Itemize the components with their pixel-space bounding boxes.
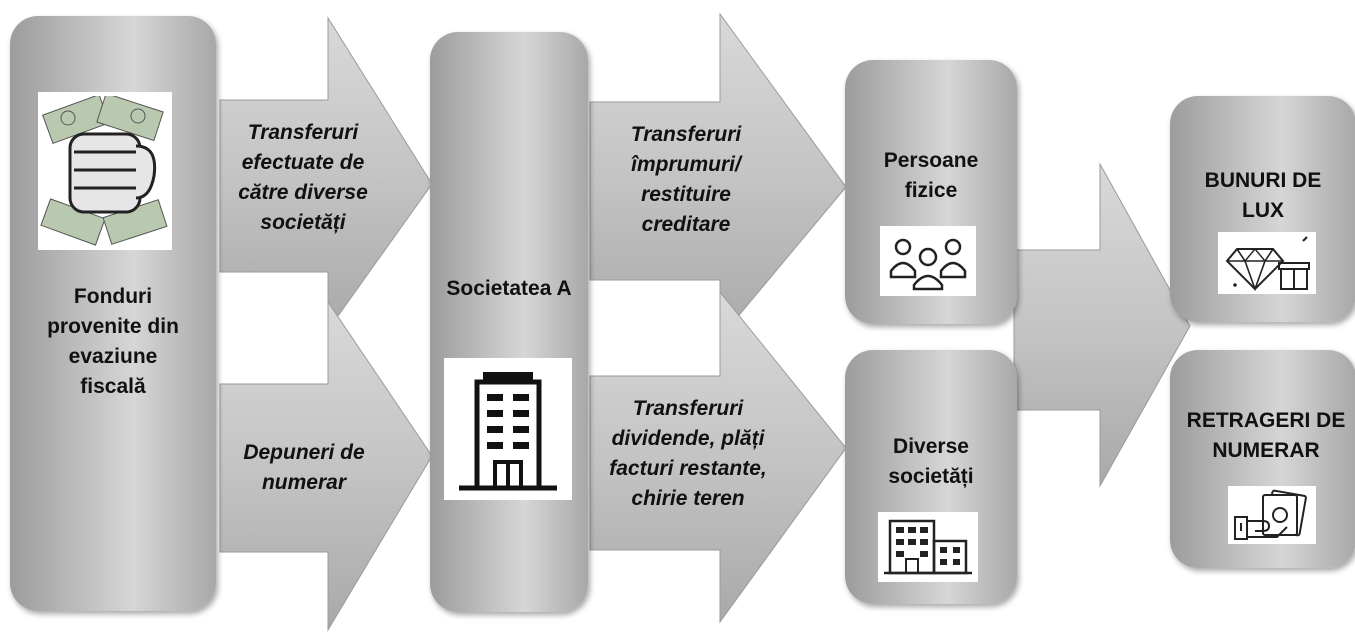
cash-icon-panel: [1228, 486, 1316, 544]
buildings-icon: [884, 519, 972, 575]
individuals-icon-panel: [880, 226, 976, 296]
arrow-dividends: [589, 290, 847, 624]
luxury-icon-panel: [1218, 232, 1316, 294]
company-a-icon-panel: [444, 358, 572, 500]
office-building-icon: [459, 372, 557, 491]
people-group-icon: [889, 238, 967, 291]
source-icon-panel: [38, 92, 172, 250]
box-company-a: [430, 32, 588, 612]
arrow-loans: [589, 12, 847, 340]
source-label: Fonduri provenite din evaziune fiscală: [47, 285, 179, 398]
diamond-gift-icon: [1225, 236, 1310, 292]
edge-transfers-companies-label: Transferuri efectuate de către diverse s…: [238, 121, 368, 234]
cash-hand-icon: [1234, 489, 1307, 540]
cash-label: RETRAGERI DE NUMERAR: [1186, 409, 1346, 462]
edge-dividends-label: Transferuri dividende, plăți facturi res…: [609, 397, 767, 510]
company-a-label: Societatea A: [446, 277, 572, 300]
luxury-label: BUNURI DE LUX: [1204, 169, 1322, 222]
edge-loans-label: Transferuri împrumuri/ restituire credit…: [630, 123, 742, 236]
companies-icon-panel: [878, 512, 978, 582]
arrow-cash-deposits: [219, 300, 433, 632]
arrow-outflow: [1013, 162, 1191, 488]
edge-cash-deposits-label: Depuneri de numerar: [243, 441, 365, 494]
companies-label: Diverse societăți: [888, 435, 974, 488]
money-fist-icon: [40, 96, 168, 246]
arrow-transfers-companies: [219, 16, 433, 332]
individuals-label: Persoane fizice: [883, 149, 979, 202]
